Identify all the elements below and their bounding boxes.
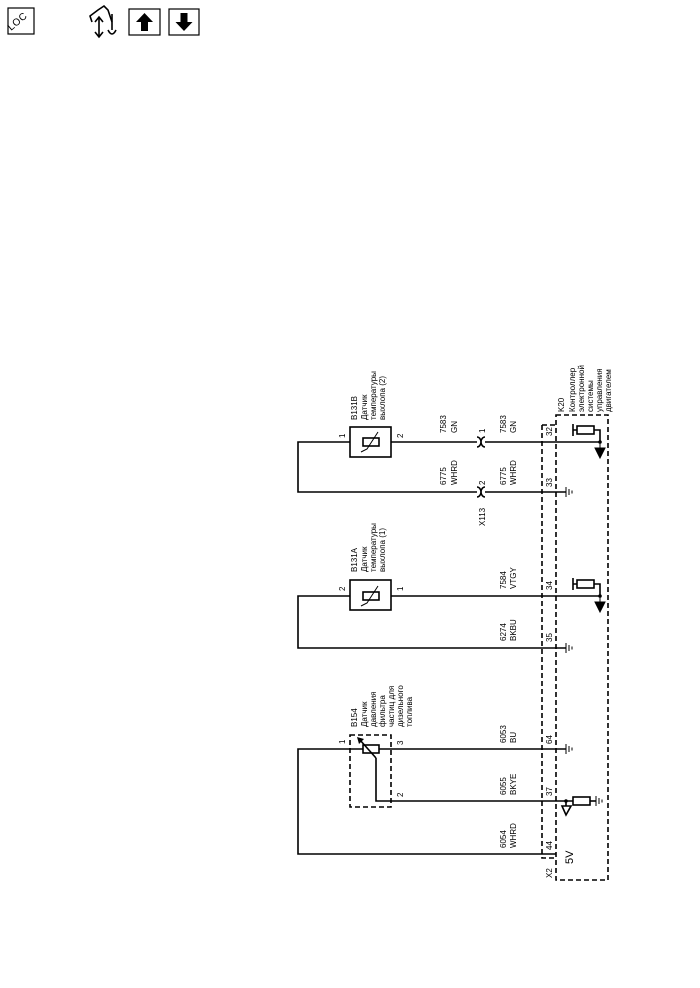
wire-circuit: 7584 (499, 571, 508, 589)
voltage-label: 5V (564, 850, 576, 864)
b131a-id: B131A (350, 547, 359, 572)
wire-circuit: 7583 (499, 415, 508, 433)
wire-color: VTGY (509, 567, 518, 589)
b154-desc: давления (369, 691, 378, 727)
pin-label: 2 (338, 586, 347, 591)
sensor-b131b (349, 426, 392, 458)
k20-desc: Контроллер (568, 367, 577, 412)
b131b-desc: температуры (369, 371, 378, 420)
wire-circuit: 6053 (499, 725, 508, 743)
k20-desc: двигателем (604, 369, 613, 412)
b154-id: B154 (350, 708, 359, 727)
pin-label: 3 (396, 740, 405, 745)
wire-color: BU (509, 732, 518, 743)
wire-circuit: 6775 (499, 467, 508, 485)
pin-label: 2 (396, 433, 405, 438)
wire-color: BKYE (509, 774, 518, 795)
b131b-desc: Датчик (360, 394, 369, 420)
arrow-up-icon (136, 13, 153, 31)
pin-label: 1 (396, 586, 405, 591)
b154-desc: Датчик (360, 701, 369, 727)
arrow-down-icon (175, 13, 193, 31)
b131b-id: B131B (350, 396, 359, 420)
pin-label: 64 (545, 735, 554, 744)
wire-circuit: 6054 (499, 830, 508, 848)
wire-circuit: 7583 (439, 415, 448, 433)
arrow-down-button[interactable] (168, 8, 200, 36)
pin-label: 33 (545, 478, 554, 487)
b154-desc: дизельного (396, 685, 405, 727)
wire-color: GN (450, 421, 459, 433)
b131a-desc: выхлопа (1) (378, 528, 387, 572)
wire-color: WHRD (509, 460, 518, 485)
wire-circuit: 6775 (439, 467, 448, 485)
k20-desc: управления (595, 368, 604, 412)
pin-label: 34 (545, 581, 554, 590)
pin-label: 44 (545, 841, 554, 850)
wire-circuit: 6274 (499, 623, 508, 641)
pin-label: 1 (338, 433, 347, 438)
sensor-b154 (349, 734, 392, 808)
k20-id: K20 (557, 397, 566, 412)
ground-symbols (565, 487, 603, 806)
sensor-b131a (349, 579, 392, 611)
k20-desc: системы (586, 380, 595, 412)
b154-desc: фильтра (378, 695, 387, 727)
network-icon[interactable] (89, 4, 117, 39)
b131a-desc: Датчик (360, 546, 369, 572)
connector-x2 (541, 424, 556, 859)
pin-label: 1 (338, 739, 347, 744)
connector-x2-label: X2 (545, 868, 554, 878)
b154-desc: частиц для (387, 686, 396, 727)
arrow-up-button[interactable] (128, 8, 161, 36)
wire-color: BKBU (509, 619, 518, 641)
wire-circuit: 6055 (499, 777, 508, 795)
wire-color: WHRD (509, 823, 518, 848)
pin-label: 2 (478, 480, 487, 485)
wires (297, 436, 600, 855)
pin-label: 32 (545, 427, 554, 436)
connector-x113-label: X113 (478, 507, 487, 526)
k20-desc: электронной (577, 365, 586, 412)
labels: B131B Датчик температуры выхлопа (2) 1 2… (338, 365, 613, 878)
loc-button[interactable]: LOC (6, 7, 35, 35)
module-k20 (555, 414, 609, 881)
pin-label: 1 (478, 428, 487, 433)
pin-label: 35 (545, 633, 554, 642)
b131b-desc: выхлопа (2) (378, 376, 387, 420)
b131a-desc: температуры (369, 523, 378, 572)
pin-label: 37 (545, 787, 554, 796)
wire-color: GN (509, 421, 518, 433)
pin-label: 2 (396, 792, 405, 797)
b154-desc: топлива (405, 696, 414, 727)
wire-color: WHRD (450, 460, 459, 485)
